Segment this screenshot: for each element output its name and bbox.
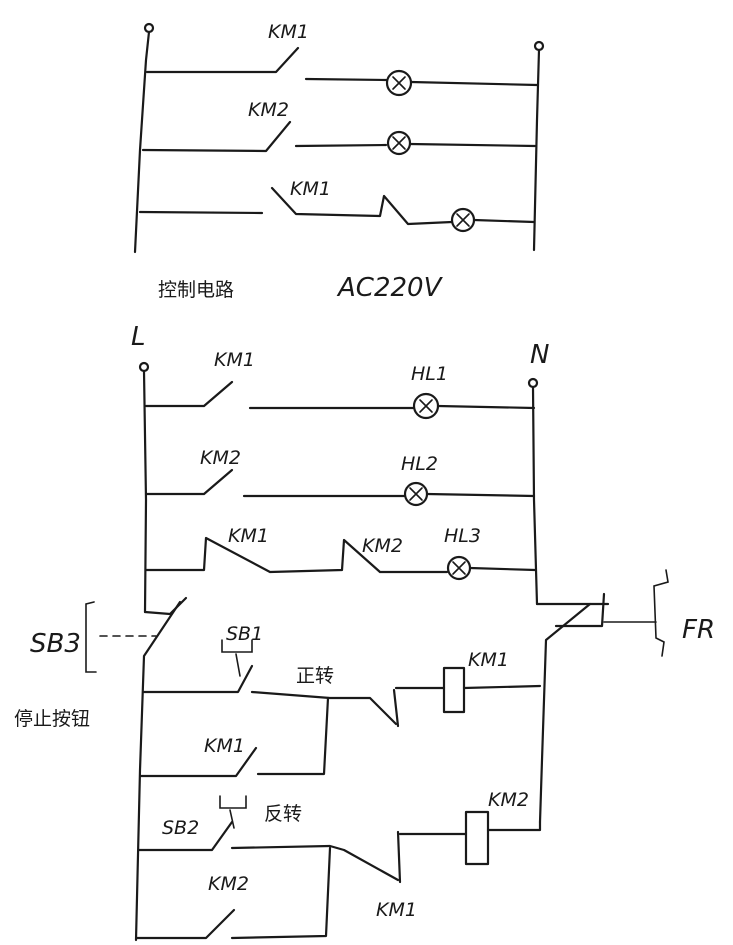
hl3-contact-a-label: KM1 [228, 525, 269, 547]
km1-holding-label: KM1 [204, 735, 245, 757]
main-control-diagram: L N KM1 HL1 KM2 HL2 KM1 KM2 HL3 [14, 322, 715, 942]
top-left-terminal [143, 22, 155, 34]
km1-interlock-label: KM1 [376, 899, 417, 921]
stop-button-name: SB3 [30, 629, 81, 659]
terminal-label-l: L [131, 322, 146, 352]
forward-label: 正转 [296, 665, 334, 687]
top-row3-contact-label: KM1 [290, 178, 331, 200]
top-row2-contact-label: KM2 [248, 99, 289, 121]
top-right-terminal [533, 40, 545, 52]
km1-coil-label: KM1 [468, 649, 509, 671]
overload-label: FR [682, 615, 715, 645]
hl1-contact-label: KM1 [214, 349, 255, 371]
hl3-contact-b-label: KM2 [362, 535, 403, 557]
top-control-diagram: KM1 KM2 KM1 控制电路 AC220V [133, 21, 545, 303]
hl1-lamp-label: HL1 [411, 363, 448, 385]
sb1-label: SB1 [226, 623, 263, 645]
hl2-lamp-label: HL2 [401, 453, 438, 475]
top-row1-contact-label: KM1 [268, 21, 309, 43]
terminal-label-n: N [530, 340, 549, 370]
sb2-label: SB2 [162, 817, 199, 839]
terminal-l [138, 361, 150, 373]
hl3-lamp-label: HL3 [444, 525, 481, 547]
km2-coil-label: KM2 [488, 789, 529, 811]
stop-button-label: 停止按钮 [14, 708, 90, 730]
top-caption-chinese: 控制电路 [158, 279, 234, 301]
km2-holding-label: KM2 [208, 873, 249, 895]
km2-coil [464, 810, 490, 866]
km1-coil [442, 666, 466, 714]
top-caption-voltage: AC220V [336, 273, 444, 303]
reverse-label: 反转 [264, 803, 302, 825]
terminal-n [527, 377, 539, 389]
hl2-contact-label: KM2 [200, 447, 241, 469]
